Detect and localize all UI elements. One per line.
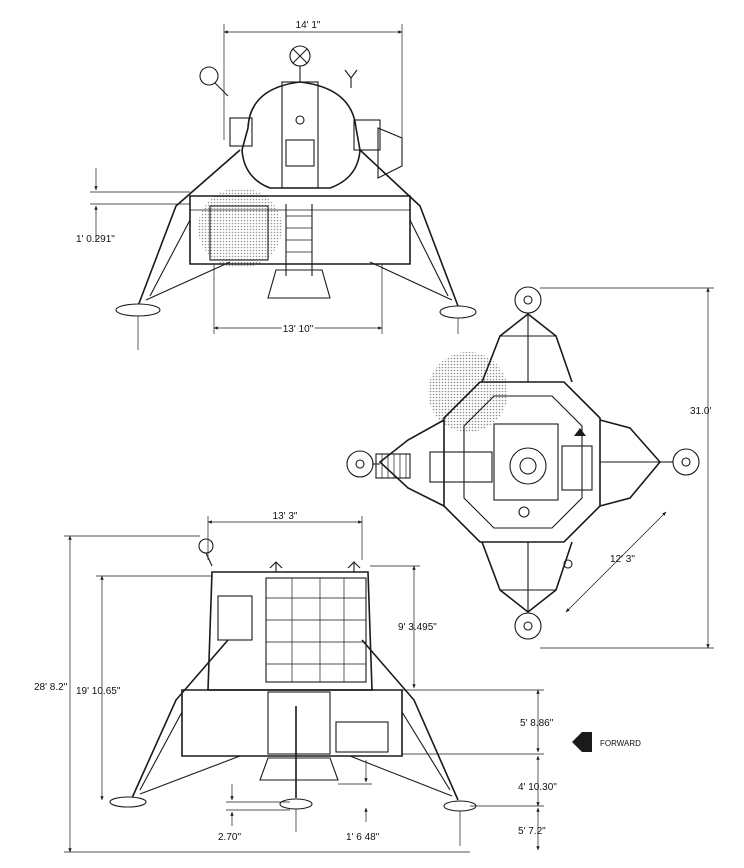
side-ascent-stage [207, 571, 373, 691]
plan-footpad-top [514, 286, 542, 314]
rendezvous-antenna-icon [199, 66, 219, 86]
forward-label: FORWARD [600, 739, 641, 748]
front-legs [115, 149, 477, 350]
dim-plan-length: 31.0' [690, 406, 711, 417]
dim-side-footpad-height: 5' 7.2" [518, 826, 546, 837]
forward-arrow-icon [572, 732, 592, 752]
forward-indicator: FORWARD [572, 732, 641, 752]
front-view-shaded-area [198, 188, 282, 268]
footpad-left [115, 303, 161, 317]
side-legs [109, 639, 477, 846]
side-engine-bell [259, 757, 339, 781]
side-descent-stage [181, 689, 403, 757]
plan-descent-stage [443, 381, 601, 543]
side-view: 13' 3" 28' 8.2" 19' 10.65" 9' 3.495" 5' … [34, 511, 557, 853]
dim-side-width-top: 13' 3" [273, 511, 298, 522]
dim-plan-diagonal: 12' 3" [610, 554, 635, 565]
footpad-right [439, 305, 477, 319]
dim-front-width-base: 13' 10" [283, 324, 314, 335]
plan-docking-hatch [509, 447, 547, 485]
front-descent-stage [189, 195, 411, 265]
dim-side-leg-height: 4' 10.30" [518, 782, 557, 793]
plan-view: 31.0' 12' 3" [346, 286, 714, 649]
plan-footpad-right [672, 448, 700, 476]
dim-side-offset-a: 2.70" [218, 832, 241, 843]
vhf-antenna-icon [344, 69, 358, 88]
plan-footpad-bottom [514, 612, 542, 640]
dim-front-width-top: 14' 1" [296, 20, 321, 31]
dim-front-offset: 1' 0.291" [76, 234, 115, 245]
front-ladder [285, 204, 313, 276]
front-ascent-stage [241, 81, 361, 189]
front-view: 14' 1" 1' 0.291" 13' 10" [76, 20, 477, 350]
plan-ladder [375, 453, 411, 479]
dim-side-ascent-height: 9' 3.495" [398, 622, 437, 633]
plan-footpad-left [346, 450, 374, 478]
side-antenna-icon [198, 538, 214, 554]
front-engine-bell [267, 269, 331, 299]
dim-side-offset-b: 1' 6 48" [346, 832, 380, 843]
plan-view-shaded-area [428, 352, 508, 432]
dim-side-height-stage: 19' 10.65" [76, 686, 121, 697]
dim-side-height-total: 28' 8.2" [34, 682, 68, 693]
dim-side-descent-height: 5' 8.86" [520, 718, 554, 729]
